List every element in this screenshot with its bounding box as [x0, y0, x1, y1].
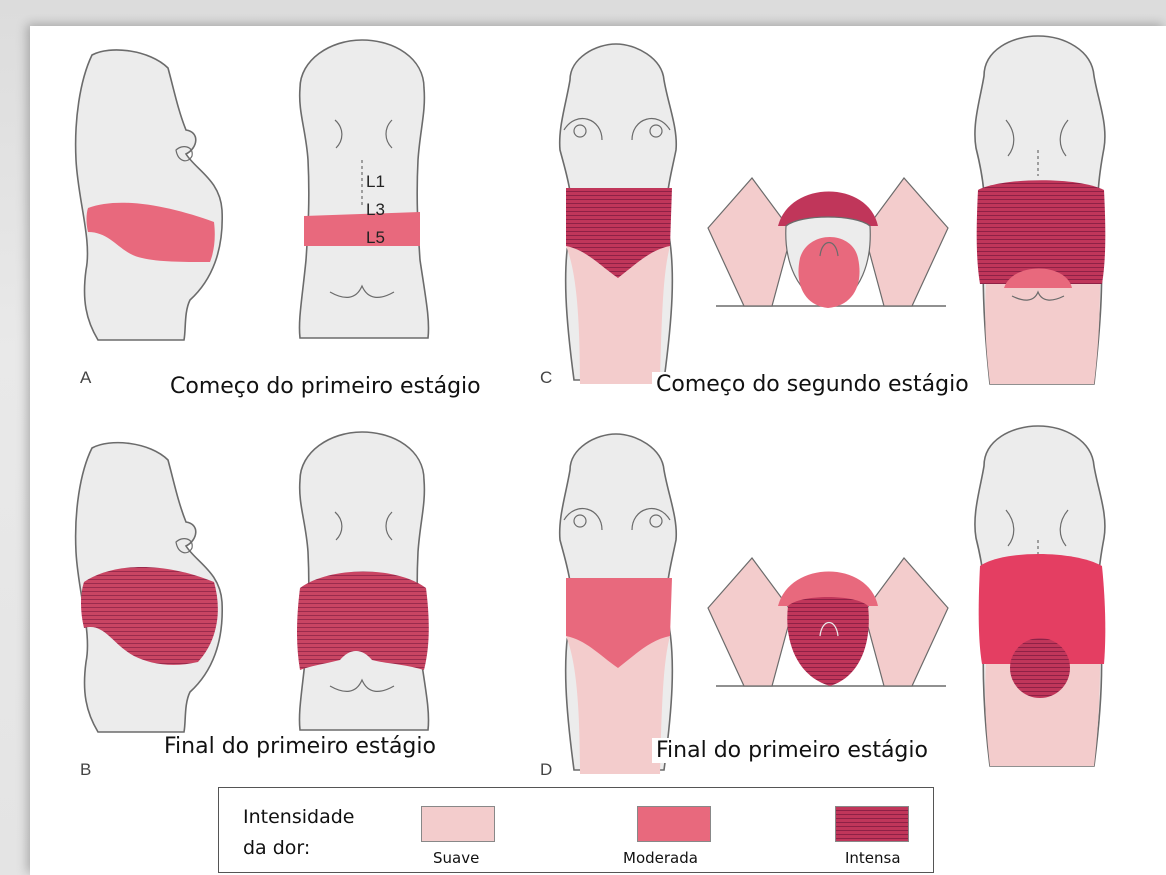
panel-a-back-pain-band	[304, 212, 420, 246]
panel-d-lithotomy-figure	[708, 558, 948, 686]
panel-d-front-figure	[560, 434, 677, 774]
legend-swatch-moderate	[637, 806, 711, 842]
panel-d-back-sacral-intense	[1010, 638, 1070, 698]
legend-label-mild: Suave	[433, 849, 479, 867]
panel-c-back-pain-area	[977, 180, 1106, 284]
panel-a-side-figure	[76, 50, 223, 340]
panel-b-letter: B	[80, 760, 91, 780]
vertebra-label-l3: L3	[366, 200, 385, 220]
panel-b-side-figure	[76, 443, 223, 732]
panel-a-caption: Começo do primeiro estágio	[170, 374, 481, 399]
legend-label-moderate: Moderada	[623, 849, 698, 867]
legend-title: Intensidade da dor:	[243, 802, 354, 864]
legend-swatch-intense	[835, 806, 909, 842]
legend-label-intense: Intensa	[845, 849, 901, 867]
panel-c-lithotomy-perineum-moderate	[798, 237, 859, 308]
panel-c-back-figure	[975, 36, 1105, 384]
panel-d-lithotomy-perineum-intense	[787, 597, 869, 686]
panel-d-caption: Final do primeiro estágio	[652, 738, 932, 763]
panel-c-caption: Começo do segundo estágio	[652, 372, 973, 397]
pain-intensity-legend: Intensidade da dor: Suave Moderada Inten…	[218, 787, 934, 873]
legend-swatch-mild	[421, 806, 495, 842]
panel-b-back-figure	[297, 432, 429, 730]
panel-a-letter: A	[80, 368, 91, 388]
panel-c-letter: C	[540, 368, 552, 388]
panel-c-back-legs-mild	[985, 282, 1100, 384]
panel-d-back-figure	[975, 426, 1105, 766]
panel-c-lithotomy-figure	[708, 178, 948, 308]
legend-title-line2: da dor:	[243, 833, 354, 864]
vertebra-label-l5: L5	[366, 228, 385, 248]
panel-b-caption: Final do primeiro estágio	[164, 734, 436, 759]
legend-title-line1: Intensidade	[243, 802, 354, 833]
vertebra-label-l1: L1	[366, 172, 385, 192]
panel-c-front-figure	[560, 44, 677, 384]
panel-a-back-figure	[299, 40, 428, 338]
panel-d-letter: D	[540, 760, 552, 780]
